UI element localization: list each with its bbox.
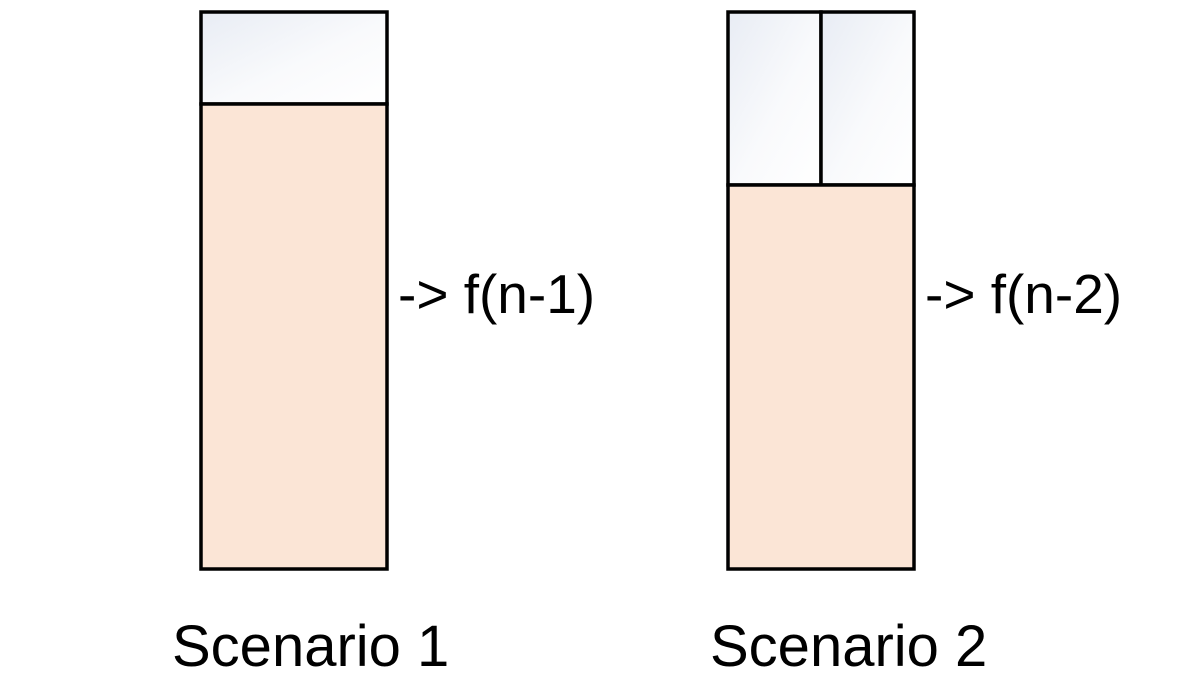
scenario-2-board	[726, 10, 916, 571]
scenario-2-tile-left	[726, 10, 823, 187]
scenario-1-label: Scenario 1	[172, 614, 450, 679]
scenario-1-recurrence: -> f(n-1)	[398, 263, 596, 325]
scenario-2-remaining-area	[726, 183, 916, 571]
scenario-2-label: Scenario 2	[710, 614, 988, 679]
scenario-1-remaining-area	[199, 102, 389, 571]
scenario-1-tile	[199, 10, 389, 106]
scenario-1-board	[199, 10, 389, 571]
scenario-2-recurrence: -> f(n-2)	[925, 263, 1123, 325]
scenario-2-tile-right	[819, 10, 916, 187]
